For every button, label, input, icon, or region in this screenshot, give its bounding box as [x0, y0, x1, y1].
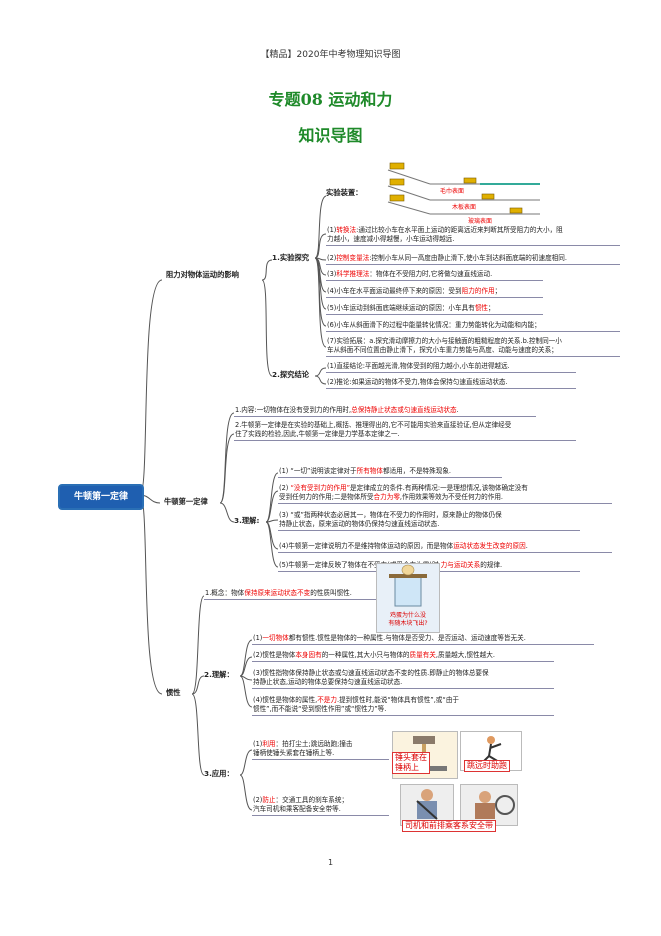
law-understand-node[interactable]: 3.理解: — [234, 516, 260, 525]
branch-newton-law[interactable]: 牛顿第一定律 — [164, 497, 208, 506]
law-note: 2.牛顿第一定律是在实验的基础上,概括、推理得出的,它不可能用实验来直接验证,但… — [234, 421, 576, 441]
inertia-use: (1)利用：拍打尘土;跳远助跑;撞击 锤柄使锤头紧套在锤柄上等. — [252, 740, 389, 760]
law-content: 1.内容:一切物体在没有受到力的作用时,总保持静止状态或匀速直线运动状态. — [234, 406, 536, 417]
inertia-prevent: (2)防止：交通工具的刹车系统； 汽车司机和乘客配备安全带等. — [252, 796, 389, 816]
runner-icon — [480, 736, 502, 765]
inertia-item-4: (4)惯性是物体的属性,不是力.提到惯性时,能说“物体具有惯性”,或“由于 惯性… — [252, 696, 554, 716]
surface-board: 木板表面 — [452, 204, 477, 211]
inertia-understand-node[interactable]: 2.理解： — [204, 670, 234, 679]
branch-resistance[interactable]: 阻力对物体运动的影响 — [166, 270, 239, 279]
caption-hammer: 锤头套在锤柄上 — [392, 752, 430, 774]
surface-glass: 玻璃表面 — [468, 218, 493, 225]
inertia-item-2: (2)惯性是物体本身固有的一种属性,其大小只与物体的质量有关,质量越大,惯性越大… — [252, 651, 554, 662]
experiment-item-7: (7)实验拓展：a.探究滑动摩擦力的大小与接触面的粗糙程度的关系.b.控制同一小… — [326, 337, 620, 357]
conclusion-node[interactable]: 2.探究结论 — [272, 370, 310, 379]
branch-inertia[interactable]: 惯性 — [166, 688, 181, 697]
inertia-concept: 1.概念：物体保持原来运动状态不变的性质叫惯性. — [204, 589, 386, 600]
experiment-item-5: (5)小车运动到斜面底端继续运动的原因：小车具有惯性； — [326, 304, 543, 315]
egg-caption-2: 有随木块飞出? — [388, 620, 428, 627]
conclusion-item-1: (1)直接结论:平面越光滑,物体受到的阻力越小,小车前进得越远. — [326, 362, 576, 373]
law-item-1: (1) “一切”说明该定律对于所有物体都适用，不是特殊现象. — [278, 467, 502, 478]
law-item-4: (4)牛顿第一定律说明力不是维持物体运动的原因，而是物体运动状态发生改变的原因. — [278, 542, 612, 553]
page-header: 【精品】2020年中考物理知识导图 — [260, 50, 401, 60]
surface-towel: 毛巾表面 — [440, 188, 465, 195]
egg-caption-1: 鸡蛋为什么没 — [389, 612, 426, 619]
experiment-item-4: (4)小车在水平面运动最终停下来的原因：受到阻力的作用； — [326, 287, 543, 298]
egg-glass-icon — [389, 564, 427, 607]
driver-image-1 — [400, 784, 454, 826]
apparatus-drawing — [387, 162, 540, 215]
experiment-item-1: (1)转换法:通过比较小车在水平面上运动的距离远近来判断其所受阻力的大小，阻 力… — [326, 226, 620, 246]
driver-image-2 — [460, 784, 518, 826]
experiment-item-2: (2)控制变量法:控制小车从同一高度由静止滑下,使小车到达斜面底端的初速度相同. — [326, 254, 620, 265]
egg-experiment-image: 鸡蛋为什么没 有随木块飞出? — [376, 563, 440, 633]
caption-longjump: 跳远时助跑 — [464, 760, 510, 772]
root-node[interactable]: 牛顿第一定律 — [58, 484, 144, 510]
caption-seatbelt: 司机和前排乘客系安全带 — [402, 820, 496, 832]
inertia-apply-node[interactable]: 3.应用： — [204, 769, 234, 778]
experiment-item-6: (6)小车从斜面滑下的过程中能量转化情况：重力势能转化为动能和内能； — [326, 321, 620, 332]
page-title: 专题08 运动和力 — [268, 90, 393, 109]
inertia-item-3: (3)惯性指物体保持静止状态或匀速直线运动状态不变的性质.即静止的物体总要保 持… — [252, 669, 554, 689]
device-label: 实验装置： — [326, 188, 363, 197]
experiment-node[interactable]: 1.实验探究 — [272, 253, 310, 262]
inertia-item-1: (1)一切物体都有惯性.惯性是物体的一种属性.与物体是否受力、是否运动、运动速度… — [252, 634, 594, 645]
conclusion-item-2: (2)推论:如果运动的物体不受力,物体会保持匀速直线运动状态. — [326, 378, 576, 389]
law-item-3: (3) “或”指两种状态必居其一，物体在不受力的作用时，原来静止的物体仍保 持静… — [278, 511, 580, 531]
law-item-2: (2) “没有受到力的作用”是定律成立的条件.有两种情况:一是理想情况,该物体确… — [278, 484, 612, 504]
page-number: 1 — [327, 858, 334, 867]
experiment-item-3: (3)科学推理法：物体在不受阻力时,它将做匀速直线运动. — [326, 270, 543, 281]
airbag-icon — [475, 791, 515, 819]
page-subtitle: 知识导图 — [298, 126, 363, 145]
seatbelt-icon — [416, 789, 438, 820]
